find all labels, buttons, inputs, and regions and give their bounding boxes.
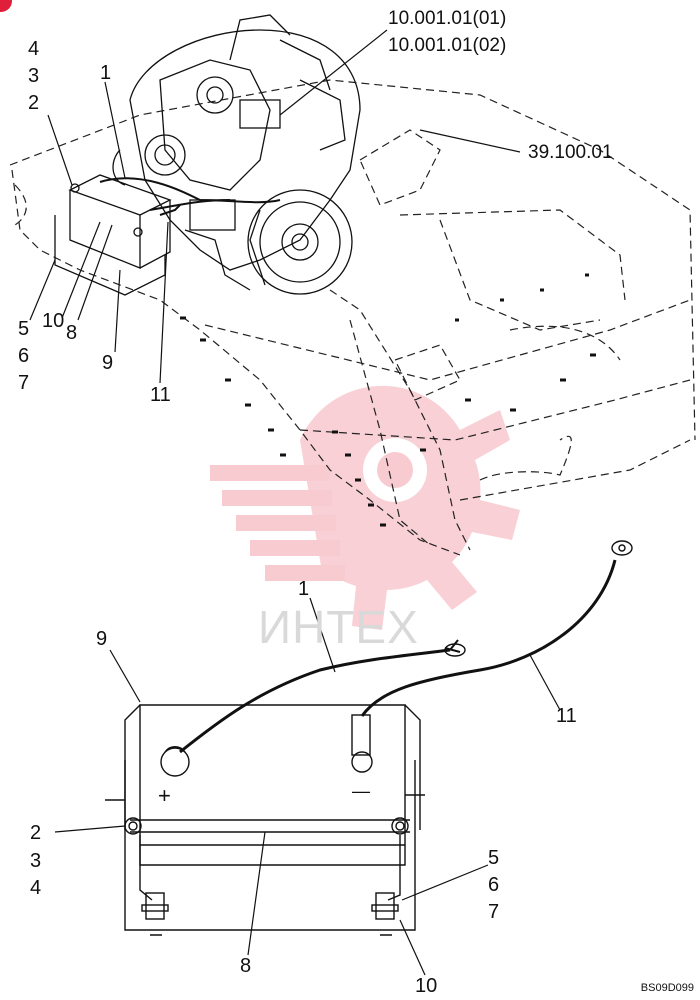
top-callout-8: 8 (66, 322, 78, 344)
bottom-callout-6: 6 (488, 874, 500, 896)
top-callout-6: 6 (18, 345, 30, 367)
bottom-callout-7: 7 (488, 901, 500, 923)
top-cables (99, 177, 281, 216)
bottom-callout-4: 4 (30, 877, 42, 899)
top-callout-9: 9 (102, 352, 114, 374)
bottom-callout-9: 9 (96, 628, 108, 650)
ref-engine-2: 10.001.01(02) (388, 35, 507, 56)
bottom-callout-1: 1 (298, 578, 310, 600)
watermark-emblem (210, 385, 520, 630)
hold-down-bolts (105, 794, 425, 936)
bottom-callout-2: 2 (30, 822, 42, 844)
ref-frame: 39.100.01 (528, 142, 613, 163)
top-callout-4: 4 (28, 38, 40, 60)
top-assembly-view (9, 14, 696, 556)
top-callout-7: 7 (18, 372, 30, 394)
negative-mark: — (352, 781, 370, 801)
bottom-callout-3: 3 (30, 850, 42, 872)
bottom-battery-detail (105, 540, 633, 936)
positive-mark: + (158, 783, 171, 808)
engine-block (112, 14, 361, 291)
watermark-text: ИНТЕХ (258, 601, 419, 653)
top-callout-11: 11 (150, 384, 171, 406)
top-callout-5: 5 (18, 318, 30, 340)
negative-cable (360, 559, 617, 717)
battery-tray (124, 760, 416, 931)
top-callout-1: 1 (100, 62, 112, 84)
battery-terminals (160, 714, 373, 777)
drawing-code: BS09D099 (640, 982, 694, 994)
positive-cable (179, 648, 451, 754)
top-callout-3: 3 (28, 65, 40, 87)
top-battery (54, 174, 172, 296)
top-leader-lines (29, 29, 521, 384)
chassis-frame-dashed (9, 79, 696, 556)
flywheel (247, 189, 353, 295)
bottom-callout-11: 11 (556, 705, 577, 727)
ref-engine-1: 10.001.01(01) (388, 8, 507, 29)
bottom-callout-10: 10 (415, 975, 438, 997)
top-callout-2: 2 (28, 92, 40, 114)
bottom-callout-8: 8 (240, 955, 252, 977)
top-callout-10: 10 (42, 310, 65, 332)
frame-bolts (180, 273, 596, 527)
bottom-callout-5: 5 (488, 847, 500, 869)
bottom-leader-lines (54, 597, 561, 976)
